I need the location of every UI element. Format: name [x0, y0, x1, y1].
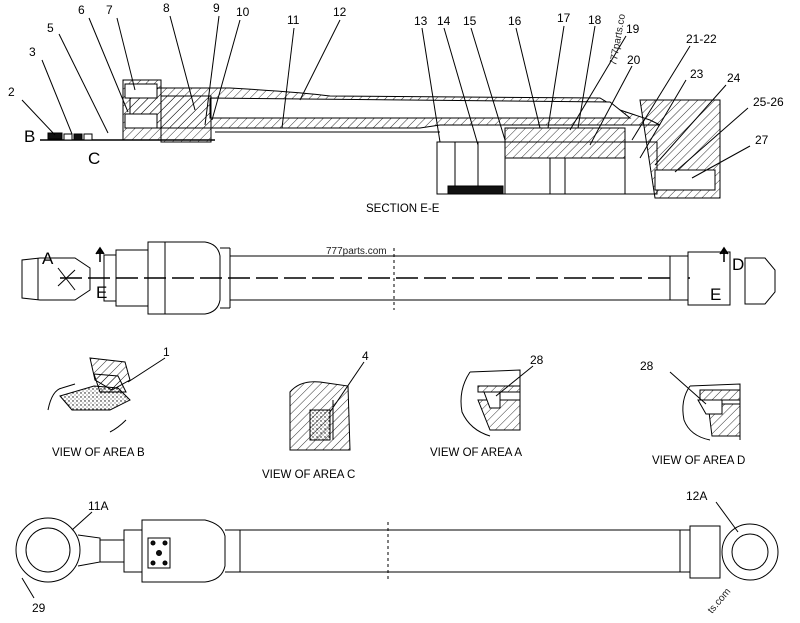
rod-end [21, 257, 91, 301]
callout-5: 5 [47, 21, 54, 35]
head-end [141, 519, 226, 583]
area-a-label: A [42, 249, 54, 268]
callout-2: 2 [8, 85, 15, 99]
cap-block [687, 251, 731, 306]
watermark: 777parts.co [608, 13, 628, 67]
callout-18: 18 [588, 13, 602, 27]
piston-head [504, 127, 626, 159]
section-leaders [21, 15, 751, 179]
bottom-cylinder: 11A 12A 29 ts.com [15, 489, 779, 616]
cap-end [689, 525, 721, 579]
gland-bolt [124, 83, 158, 99]
seal [63, 133, 73, 141]
cylinder-side-view: A E D E 777parts.com [21, 241, 776, 315]
area-b-label: B [24, 127, 35, 146]
area-c-label: C [88, 149, 100, 168]
leader-4 [329, 361, 365, 413]
callout-17: 17 [557, 11, 571, 25]
callout-8: 8 [163, 1, 170, 15]
view-c-caption: VIEW OF AREA C [262, 469, 355, 481]
callout-20: 20 [627, 53, 641, 67]
leader-29 [21, 577, 35, 599]
gland-bolt [124, 113, 158, 129]
callout-13: 13 [414, 14, 428, 28]
view-b-caption: VIEW OF AREA B [52, 447, 145, 459]
view-d-caption: VIEW OF AREA D [652, 455, 745, 467]
callout-12: 12 [333, 5, 347, 19]
seal-4 [309, 409, 331, 441]
callout-3: 3 [29, 45, 36, 59]
cap-eye [744, 257, 776, 305]
leader-12a [715, 501, 739, 533]
callout-15: 15 [463, 14, 477, 28]
callout-28-a: 28 [530, 353, 544, 367]
view-area-a: 28 VIEW OF AREA A [430, 353, 544, 459]
wiper-28 [697, 399, 723, 415]
section-e-right: E [710, 285, 721, 304]
callout-6: 6 [78, 3, 85, 17]
view-a-caption: VIEW OF AREA A [430, 447, 522, 459]
callout-29: 29 [32, 601, 46, 615]
callout-28-d: 28 [640, 359, 654, 373]
rod-eye-bore [25, 527, 71, 573]
callout-1: 1 [163, 345, 170, 359]
leader-28-d [669, 371, 707, 405]
leader-11a [71, 511, 93, 531]
section-e-left: E [96, 283, 107, 302]
callout-11: 11 [287, 13, 300, 27]
callout-23: 23 [690, 67, 704, 81]
leader-28-a [495, 365, 534, 397]
piston-nut [447, 185, 504, 195]
view-area-d: 28 VIEW OF AREA D [640, 359, 745, 467]
cap-end [669, 255, 689, 301]
callout-12a: 12A [686, 489, 707, 503]
e-arrow-right [719, 246, 729, 262]
head-cap [147, 241, 221, 315]
callout-24: 24 [727, 71, 741, 85]
view-area-b: 1 VIEW OF AREA B [47, 345, 170, 459]
section-e-e [40, 79, 721, 199]
gland-body [160, 95, 212, 143]
callout-27: 27 [755, 133, 769, 147]
rod-stub [99, 539, 125, 563]
seal [47, 132, 63, 140]
watermark: ts.com [706, 586, 733, 616]
seal [83, 133, 93, 141]
gland [123, 529, 143, 573]
view-area-c: 4 VIEW OF AREA C [262, 349, 369, 481]
a-housing [477, 399, 521, 431]
seal [73, 133, 83, 141]
callout-21-22: 21-22 [686, 32, 717, 46]
leader-1 [127, 357, 166, 383]
callout-10: 10 [236, 5, 250, 19]
area-d-label: D [732, 255, 744, 274]
callout-4: 4 [362, 349, 369, 363]
callout-19: 19 [626, 22, 640, 36]
seal-lip [93, 373, 127, 393]
end-cap [654, 169, 716, 191]
callout-7: 7 [106, 3, 113, 17]
callout-9: 9 [213, 1, 220, 15]
section-caption: SECTION E-E [366, 203, 440, 215]
callout-16: 16 [508, 14, 522, 28]
watermark: 777parts.com [326, 246, 387, 257]
callout-11a: 11A [88, 499, 108, 513]
callout-25-26: 25-26 [753, 95, 784, 109]
cap-eye-bore [731, 533, 769, 571]
e-arrow-left [95, 246, 105, 262]
callout-14: 14 [437, 14, 451, 28]
